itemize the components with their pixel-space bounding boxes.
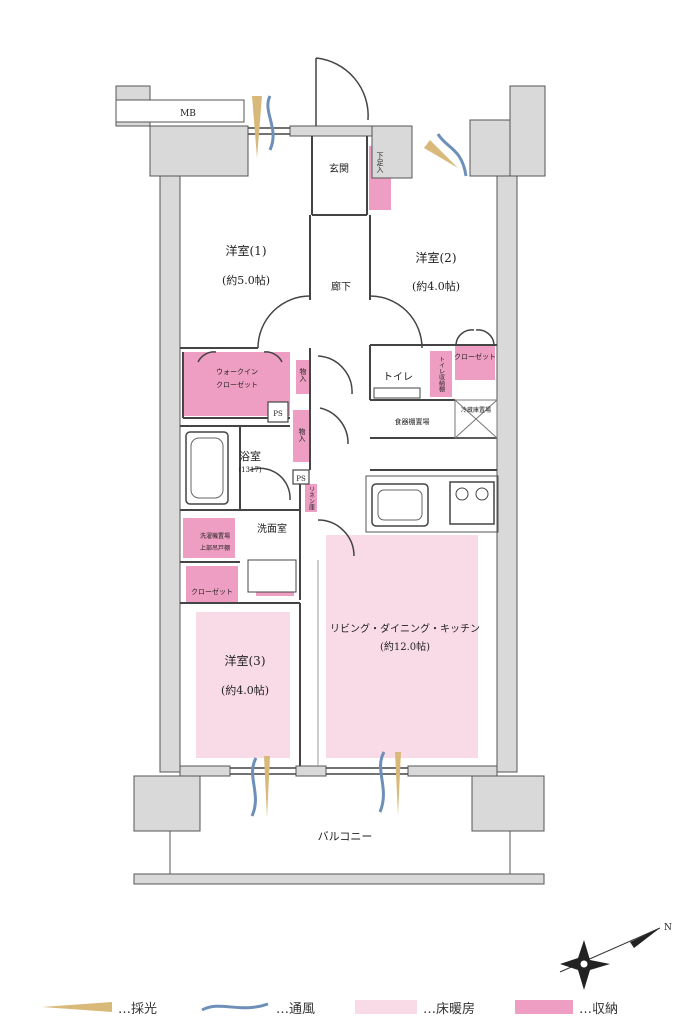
legend-sunlight-label: …採光: [118, 1001, 158, 1017]
ventilation-markers: [250, 95, 468, 817]
stove-burner: [475, 487, 489, 501]
storage-closet-r2: [455, 346, 495, 380]
label-closet-r3: クローゼット: [191, 587, 233, 596]
label-ldk-size: (約12.0帖): [380, 640, 430, 653]
label-washer-line2: 上部吊戸棚: [200, 544, 230, 552]
floor-heating-ldk: [326, 535, 478, 758]
label-monoire-b: 物入: [298, 427, 306, 442]
label-ps-a: PS: [273, 410, 283, 418]
legend-ventilation-label: …通風: [276, 1001, 316, 1017]
sunlight-markers: [252, 96, 458, 818]
ps-box-a: [267, 401, 289, 423]
label-bath-name: 浴室: [239, 449, 261, 463]
compass-icon: [559, 927, 661, 990]
kitchen-counter: [365, 475, 499, 533]
legend-storage: …収納: [515, 995, 618, 1019]
balcony-label: バルコニー: [318, 830, 373, 843]
label-room2-size: (約4.0帖): [412, 279, 460, 293]
sunlight-swatch-icon: [42, 1002, 112, 1012]
label-hallway: 廊下: [331, 280, 351, 293]
label-toilet: トイレ: [383, 372, 413, 383]
label-fridge: 冷蔵庫置場: [461, 406, 491, 414]
doors: [197, 57, 495, 557]
label-pantry: 食器棚置場: [395, 417, 430, 426]
mb-label: MB: [180, 109, 196, 119]
storage-washer-area: [183, 518, 235, 558]
label-room2-name: 洋室(2): [416, 250, 457, 265]
label-room1-size: (約5.0帖): [222, 273, 270, 287]
sliding-windows: [230, 127, 408, 775]
legend: …採光 …通風 …床暖房 …収納: [0, 995, 675, 1019]
label-room3-size: (約4.0帖): [221, 683, 269, 697]
storage-monoire-b: [293, 410, 311, 462]
storage-linen: [305, 484, 317, 512]
label-toilet-storage: トイレ収納棚: [438, 356, 445, 393]
floor-heating-room3: [196, 612, 290, 758]
legend-floor-heating: …床暖房: [355, 995, 475, 1019]
legend-floor-heating-label: …床暖房: [423, 1001, 476, 1017]
balcony-area: [133, 831, 545, 885]
kitchen-sink-bowl: [377, 489, 423, 521]
storage-monoire-a: [296, 360, 310, 394]
north-label: N: [664, 923, 672, 933]
label-washroom: 洗面室: [257, 522, 287, 535]
ps-box-b: [292, 469, 310, 485]
label-bath-size: (1317): [238, 466, 262, 474]
mb-box: [115, 99, 245, 123]
stove-burner: [455, 487, 469, 501]
label-genkan: 玄関: [329, 162, 349, 175]
storage-toilet-shelf: [430, 351, 452, 397]
ventilation-swatch-icon: [201, 1002, 269, 1012]
legend-ventilation: …通風: [200, 995, 315, 1019]
exterior-walls: [115, 85, 546, 832]
washbasin: [247, 559, 297, 593]
label-wic-line2: クローゼット: [216, 380, 258, 389]
bathtub-inner: [190, 437, 224, 499]
label-room3-name: 洋室(3): [225, 653, 266, 668]
label-linen: リネン庫: [308, 486, 315, 511]
kitchen-stove: [449, 481, 495, 525]
legend-sunlight: …採光: [42, 995, 157, 1019]
label-room1-name: 洋室(1): [226, 243, 267, 258]
label-shitabako: 下足入: [376, 152, 384, 173]
label-ldk-name: リビング・ダイニング・キッチン: [330, 622, 480, 635]
label-monoire-a: 物入: [299, 367, 307, 382]
toilet-fixture: [373, 387, 421, 399]
storage-closet-r3: [186, 566, 238, 602]
label-closet-r2: クローゼット: [454, 352, 496, 361]
label-ps-b: PS: [296, 475, 306, 483]
label-wic-line1: ウォークイン: [216, 368, 258, 376]
floor-heating-swatch: [355, 1000, 417, 1014]
label-washer-line1: 洗濯機置場: [200, 532, 230, 540]
fridge-area: [454, 399, 498, 439]
legend-storage-label: …収納: [579, 1001, 619, 1017]
storage-swatch: [515, 1000, 573, 1014]
